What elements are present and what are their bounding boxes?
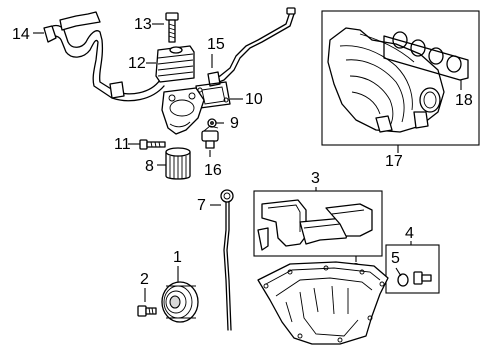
callout-18[interactable]: 18 bbox=[455, 92, 473, 109]
oil-pan-gasket-part-6[interactable] bbox=[257, 199, 373, 251]
callout-1[interactable]: 1 bbox=[173, 249, 182, 266]
intake-manifold-part-17[interactable] bbox=[327, 27, 445, 133]
crankshaft-pulley-part-1[interactable] bbox=[161, 281, 199, 323]
callout-17[interactable]: 17 bbox=[385, 153, 403, 170]
callout-3[interactable]: 3 bbox=[311, 170, 320, 187]
bolt-part-11[interactable] bbox=[139, 139, 166, 150]
callout-10[interactable]: 10 bbox=[245, 91, 263, 108]
callout-15[interactable]: 15 bbox=[207, 36, 225, 53]
oil-pressure-switch-part-16[interactable] bbox=[201, 125, 219, 149]
fitting-part-9[interactable] bbox=[207, 118, 217, 128]
bolt-part-13[interactable] bbox=[165, 12, 179, 43]
oil-pan[interactable] bbox=[257, 261, 389, 345]
callout-11[interactable]: 11 bbox=[114, 136, 131, 153]
dipstick-tube-part-15[interactable] bbox=[207, 7, 296, 87]
callout-9[interactable]: 9 bbox=[230, 115, 239, 132]
callout-5[interactable]: 5 bbox=[391, 250, 400, 267]
callout-7[interactable]: 7 bbox=[197, 197, 206, 214]
callout-16[interactable]: 16 bbox=[204, 162, 222, 179]
callout-4[interactable]: 4 bbox=[405, 225, 414, 242]
drain-plug-washer-part-5[interactable] bbox=[397, 273, 409, 287]
gasket-kit-group-frame bbox=[253, 190, 383, 257]
intake-manifold-group-frame bbox=[321, 10, 480, 146]
callout-2[interactable]: 2 bbox=[140, 271, 149, 288]
oil-cooler-part-12[interactable] bbox=[155, 45, 195, 83]
oil-filter-part-8[interactable] bbox=[165, 147, 191, 180]
pulley-bolt-part-2[interactable] bbox=[137, 305, 157, 317]
callout-12[interactable]: 12 bbox=[128, 55, 146, 72]
drain-plug-bolt[interactable] bbox=[413, 271, 432, 285]
intake-manifold-gaskets-part-18[interactable] bbox=[383, 31, 469, 90]
callout-14[interactable]: 14 bbox=[12, 26, 30, 43]
callout-8[interactable]: 8 bbox=[145, 158, 154, 175]
dipstick-part-7[interactable] bbox=[220, 189, 234, 331]
callout-13[interactable]: 13 bbox=[134, 16, 152, 33]
breather-tube-part-14[interactable] bbox=[43, 11, 171, 102]
drain-plug-group-frame bbox=[385, 244, 440, 294]
oil-filter-adapter-housing[interactable] bbox=[161, 87, 205, 135]
